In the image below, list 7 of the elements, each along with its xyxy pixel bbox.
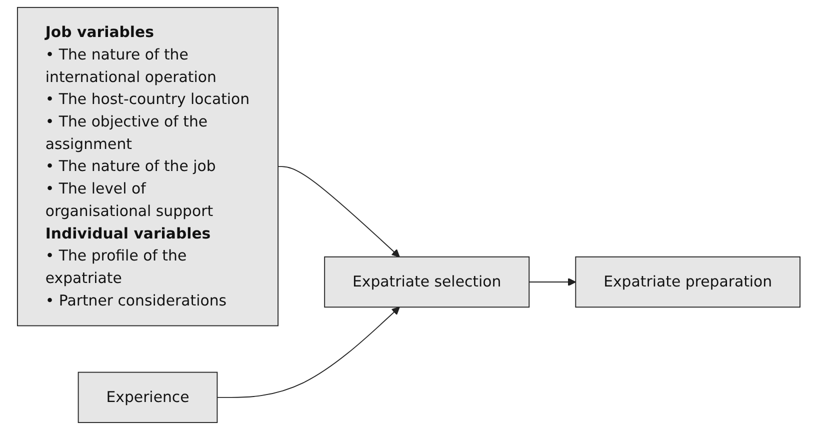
node-box: Expatriate preparation <box>575 256 801 308</box>
node-box: Experience <box>78 372 218 423</box>
node-box: Expatriate selection <box>324 256 530 308</box>
arrow <box>278 166 400 258</box>
node-box: Job variables • The nature of the international operation • The host-country location • The objective of the assignment • The nature of the job • The level of organisational support Individual variables • The profile of the expatriate • Partner considerations <box>17 6 279 326</box>
arrow <box>217 306 400 398</box>
arrow <box>528 278 576 286</box>
